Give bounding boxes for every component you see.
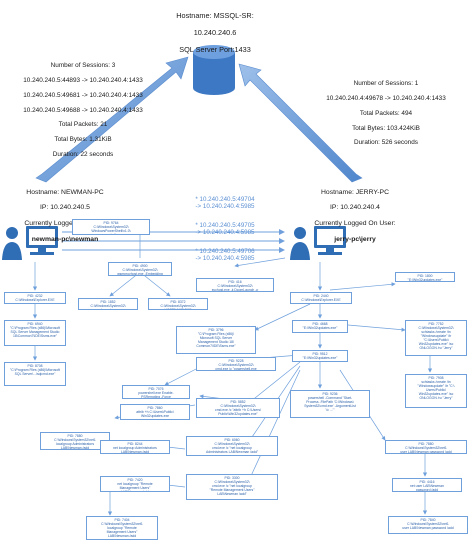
process-node: PID: 7908 schtasks /create /tn "Windowsu… bbox=[405, 374, 467, 408]
process-node: PID: 6060 C:\Windows\System32\ cmd.exe /… bbox=[186, 436, 278, 456]
process-node: PID: 4668 "E:\Win32updates.exe" bbox=[292, 320, 348, 333]
process-node: PID: 2440 C:\Windows\Explorer.EXE bbox=[290, 292, 352, 304]
process-node: PID: 416 C:\Windows\System32\ svchost.ex… bbox=[196, 278, 274, 292]
jerry-user: jerry-pc\jerry bbox=[334, 235, 376, 243]
process-node: PID: 3300 C:\Windows\System32\ cmd.exe /… bbox=[186, 474, 278, 500]
process-node: PID: 7752 C:\Windows\System32\ schtasks … bbox=[405, 320, 467, 356]
process-node: PID: 8372 C:\Windows\System32\ HOSTNAME.… bbox=[148, 298, 208, 310]
left-session-line: 10.240.240.5:49681 -> 10.240.240.4:1433 bbox=[23, 91, 143, 99]
big-arrow-right bbox=[238, 63, 363, 183]
jerry-ip: IP: 10.240.240.4 bbox=[330, 204, 380, 212]
server-hostname: Hostname: MSSQL-SR: bbox=[176, 11, 254, 21]
jerry-hostname: Hostname: JERRY-PC bbox=[321, 188, 389, 196]
connection-label: * 10.240.240.5:49704 -> 10.240.240.4:598… bbox=[195, 196, 255, 211]
connection-label: * 10.240.240.5:49706 -> 10.240.240.4:598… bbox=[195, 248, 255, 263]
right-session-stats: Number of Sessions: 1 10.240.240.4:49678… bbox=[300, 73, 472, 154]
newman-hostname: Hostname: NEWMAN-PC bbox=[26, 188, 104, 196]
jerry-pc-label: Hostname: JERRY-PC IP: 10.240.240.4 Curr… bbox=[300, 181, 410, 251]
left-session-stats: Number of Sessions: 3 10.240.240.5:44893… bbox=[4, 55, 162, 165]
process-node: PID: 9512 "E:\Win32updates.exe" bbox=[292, 350, 348, 362]
process-node: PID: 7076 powershell.exe Enable- PSRemot… bbox=[122, 385, 190, 399]
newman-pc-label: Hostname: NEWMAN-PC IP: 10.240.240.5 Cur… bbox=[6, 181, 124, 251]
jerry-logged-label: Currently Logged On User: bbox=[314, 220, 396, 228]
process-node: PID: 8708 "C:\Program Files (x86)\Micros… bbox=[4, 362, 66, 386]
process-node: PID: 8244 net localgroup Administrators … bbox=[100, 440, 170, 454]
connection-label: * 10.240.240.5:49705 -> 10.240.240.4:598… bbox=[195, 222, 255, 237]
newman-computer-icon bbox=[2, 226, 58, 260]
process-node: PID: 9236 powershell -Command "Start- Pr… bbox=[290, 390, 370, 418]
right-session-line: Total Bytes: 103.424KiB bbox=[352, 124, 420, 132]
left-session-line: Total Bytes: 1.31KiB bbox=[54, 135, 112, 143]
process-node: PID: 9228 C:\Windows\System32\ cmd.exe /… bbox=[196, 357, 276, 371]
server-ip: 10.240.240.6 bbox=[193, 28, 237, 38]
process-node: PID: 1852 C:\Windows\System32\ whoami.ex… bbox=[78, 298, 138, 310]
right-session-line: 10.240.240.4:49678 -> 10.240.240.4:1433 bbox=[326, 95, 446, 103]
process-node: PID: 4232 C:\Windows\Explorer.EXE bbox=[4, 292, 66, 304]
process-node: PID: 4900 C:\Windows\System32\ wsmprovho… bbox=[108, 262, 172, 276]
left-session-line: 10.240.240.5:49688 -> 10.240.240.4:1433 bbox=[23, 106, 143, 114]
process-node: PID: 7860 attrib +h C:\Users\Public\ Win… bbox=[120, 404, 190, 420]
left-session-line: 10.240.240.5:44893 -> 10.240.240.4:1433 bbox=[23, 77, 143, 85]
right-session-line: Duration: 526 seconds bbox=[354, 139, 418, 147]
jerry-computer-icon bbox=[290, 226, 346, 260]
left-session-line: Number of Sessions: 3 bbox=[50, 62, 116, 70]
newman-user: newman-pc\newman bbox=[31, 235, 99, 243]
left-session-line: Duration: 22 seconds bbox=[52, 150, 114, 158]
process-node: PID: 7880 C:\Windows\System32\net1 user … bbox=[385, 440, 467, 454]
process-node: PID: 7404 C:\Windows\System32\net1 local… bbox=[86, 516, 158, 540]
server-port: SQL Server Port:1433 bbox=[179, 44, 251, 54]
process-node: PID: 6940 "C:\Program Files (x86)\Micros… bbox=[4, 320, 66, 346]
big-arrow-left bbox=[35, 56, 189, 183]
process-node: PID: 7840 C:\Windows\System32\net1 user … bbox=[388, 516, 468, 534]
process-node: PID: 1800 "E:\Win32updates.exe" bbox=[395, 272, 455, 282]
newman-ip: IP: 10.240.240.5 bbox=[40, 204, 90, 212]
process-node: PID: 3796 "C:\Program Files (x86)\ Micro… bbox=[176, 326, 256, 354]
process-node: PID: 7420 net localgroup "Remote Managem… bbox=[100, 476, 170, 492]
left-session-line: Total Packets: 21 bbox=[58, 121, 108, 129]
process-node: PID: 9764 C:\Windows\System32\ WindowsPo… bbox=[72, 219, 150, 235]
server-label: Hostname: MSSQL-SR: 10.240.240.6 SQL Ser… bbox=[150, 4, 280, 63]
right-session-line: Number of Sessions: 1 bbox=[353, 80, 419, 88]
process-node: PID: 4416 net user LAB\Newman password /… bbox=[392, 478, 462, 492]
process-node: PID: 5852 C:\Windows\System32\ cmd.exe /… bbox=[196, 398, 280, 418]
right-session-line: Total Packets: 494 bbox=[359, 109, 413, 117]
database-icon bbox=[193, 45, 235, 95]
